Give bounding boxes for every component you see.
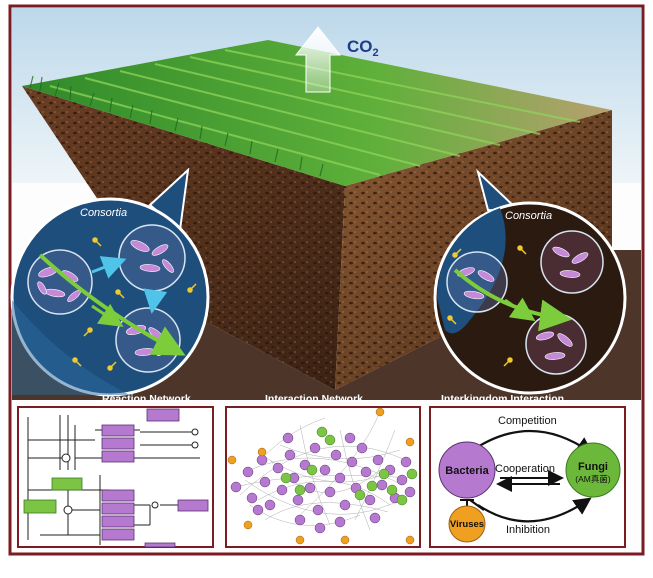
interkingdom-panel: Competition Cooperation Inhibition Bacte… bbox=[429, 406, 626, 548]
consortia-left-label: Consortia bbox=[80, 207, 127, 219]
inhibition-arrow bbox=[477, 497, 592, 523]
viruses-node bbox=[448, 505, 486, 543]
viruses-label: Viruses bbox=[450, 519, 484, 530]
green-interaction-arrow bbox=[91, 303, 124, 327]
cooperation-label: Cooperation bbox=[495, 463, 555, 475]
reaction-node-10 bbox=[144, 542, 176, 548]
reaction-node-5 bbox=[101, 489, 135, 502]
green-bidirectional-arrow bbox=[504, 297, 536, 322]
cell-cluster-6 bbox=[525, 313, 587, 375]
cell-cluster-1 bbox=[27, 249, 93, 315]
reaction-node-green-2 bbox=[23, 499, 57, 514]
cell-cluster-4 bbox=[446, 251, 508, 313]
grass-top-surface bbox=[22, 40, 612, 186]
inhibition-label: Inhibition bbox=[506, 524, 550, 536]
competition-arrow bbox=[454, 429, 594, 467]
reaction-node-6 bbox=[101, 502, 135, 515]
reaction-node-4 bbox=[101, 450, 135, 463]
reaction-node-1 bbox=[146, 408, 180, 422]
interaction-network-title: Interaction Network bbox=[265, 393, 363, 405]
interkingdom-interaction-title: Interkingdom Interaction bbox=[441, 393, 564, 405]
bacteria-label: Bacteria bbox=[445, 465, 489, 477]
reaction-network-panel bbox=[17, 406, 214, 548]
grass-rows bbox=[49, 49, 581, 176]
blue-interaction-arrow-2 bbox=[143, 288, 168, 314]
reaction-network-title: Reaction Network bbox=[102, 393, 191, 405]
up-arrow-icon bbox=[294, 26, 342, 93]
cell-cluster-3 bbox=[115, 307, 181, 373]
bacteria-node bbox=[438, 441, 496, 499]
fungi-node bbox=[565, 442, 621, 498]
consortia-right-label: Consortia bbox=[505, 210, 552, 222]
reaction-node-9 bbox=[177, 499, 209, 512]
co2-emission: CO2 bbox=[294, 26, 379, 93]
fungi-sub-label: (AM真菌) bbox=[575, 474, 611, 484]
reaction-node-2 bbox=[101, 424, 135, 437]
co2-label: CO2 bbox=[347, 37, 379, 59]
reaction-node-8 bbox=[101, 528, 135, 541]
competition-label: Competition bbox=[498, 415, 557, 427]
reaction-node-green-1 bbox=[51, 477, 83, 491]
reaction-node-7 bbox=[101, 515, 135, 528]
interaction-network-panel bbox=[225, 406, 421, 548]
consortia-right: Consortia bbox=[433, 168, 627, 395]
reaction-node-3 bbox=[101, 437, 135, 450]
panel-titles: Reaction Network Interaction Network Int… bbox=[102, 393, 564, 405]
green-flow-arrow-right bbox=[453, 268, 572, 332]
blue-interaction-arrow-1 bbox=[91, 256, 127, 279]
cell-cluster-2 bbox=[118, 224, 186, 292]
fungi-label: Fungi bbox=[578, 461, 608, 473]
consortia-left: Consortia bbox=[10, 167, 210, 397]
